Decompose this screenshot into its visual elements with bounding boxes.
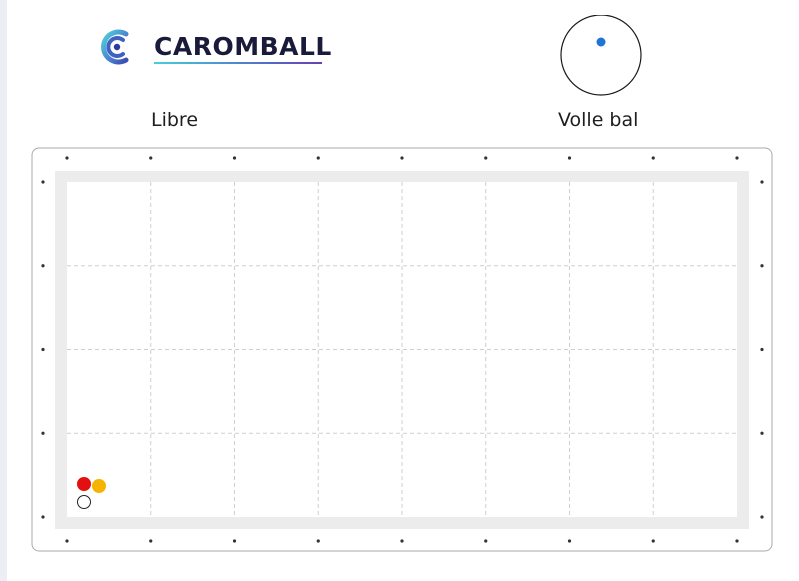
table-balls[interactable] [77,477,106,509]
caromball-logo-icon [101,29,129,65]
diamond-marker [316,156,320,160]
cue-ball-outline[interactable] [560,15,642,96]
diamond-marker [232,156,237,160]
diamond-marker [41,264,45,268]
red-ball[interactable] [77,477,91,491]
diamond-marker [735,156,739,160]
diamond-marker [651,539,655,543]
diamond-marker [41,431,45,435]
game-mode-label: Libre [151,109,199,131]
diamond-marker [735,539,739,543]
diamond-marker [316,539,320,543]
diamond-marker [65,156,69,160]
diamond-marker [65,539,69,543]
diamond-marker [41,347,45,352]
diamond-marker [400,156,404,160]
diamond-marker [41,180,45,184]
diamond-marker [41,515,45,519]
table-diamonds [41,156,764,543]
white-ball[interactable] [77,495,91,509]
caromball-logo: CAROMBALL [96,26,336,70]
diamond-marker [567,156,572,160]
diamond-marker [760,431,764,435]
diamond-marker [400,539,404,543]
yellow-ball[interactable] [92,479,106,493]
ball-hit-indicator[interactable] [560,15,644,99]
diamond-marker [567,539,572,543]
ball-hit-label: Volle bal [558,109,639,131]
diamond-marker [149,539,153,543]
diamond-marker [484,539,488,543]
diamond-marker [760,515,764,519]
left-edge-strip [0,0,7,581]
table-cloth[interactable] [67,182,737,517]
diamond-marker [760,347,764,352]
brand-underline [154,62,322,64]
diamond-marker [232,539,237,543]
diamond-marker [651,156,655,160]
diamond-marker [760,180,764,184]
brand-name: CAROMBALL [154,32,332,61]
diamond-marker [149,156,153,160]
diamond-marker [760,264,764,268]
diamond-marker [484,156,488,160]
hit-point-dot[interactable] [596,37,606,47]
